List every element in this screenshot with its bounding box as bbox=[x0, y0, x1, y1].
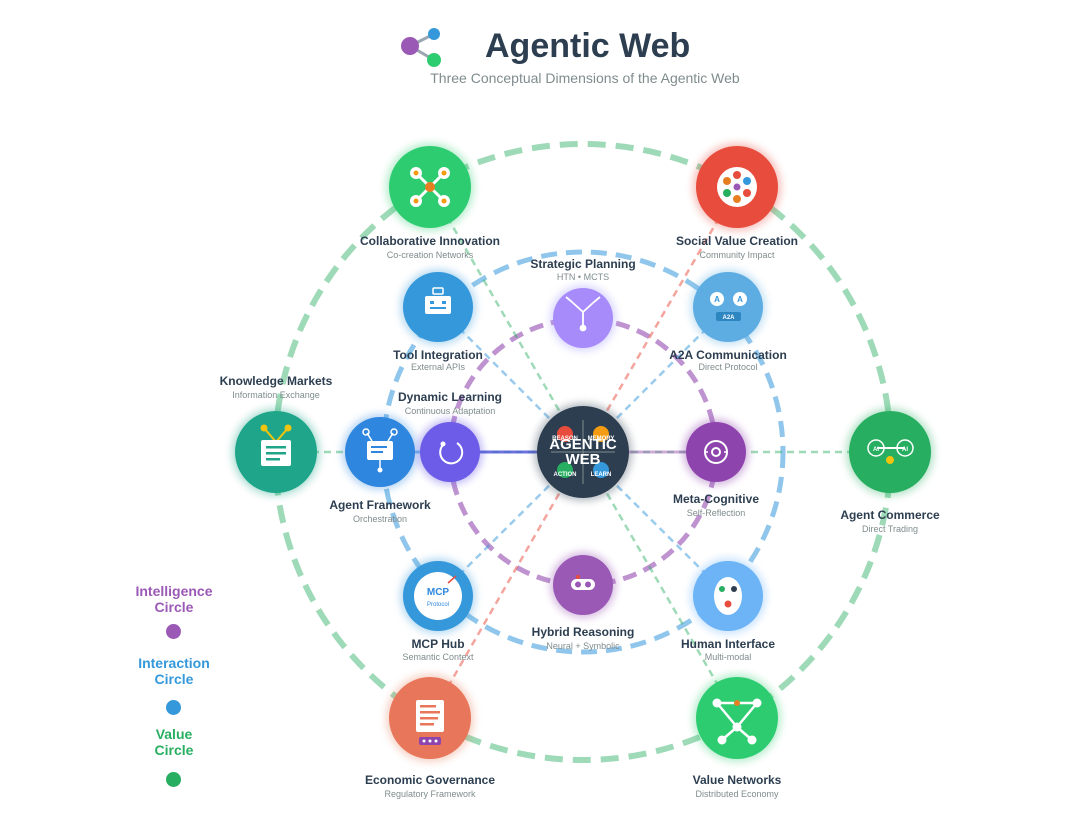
framework-title: Agent Framework bbox=[329, 498, 431, 512]
page-subtitle: Three Conceptual Dimensions of the Agent… bbox=[430, 70, 740, 86]
mcp-icon-sublabel: Protocol bbox=[427, 602, 449, 608]
node-collaborative-innovation[interactable] bbox=[386, 143, 474, 231]
a2a-icon-agent-1: A bbox=[714, 295, 720, 304]
agentic-web-logo-icon bbox=[401, 28, 441, 67]
legend-intelligence-dot bbox=[166, 624, 181, 639]
node-strategic-planning[interactable] bbox=[550, 285, 616, 351]
line-governance bbox=[428, 451, 585, 719]
legend-value-line2: Circle bbox=[154, 742, 194, 758]
node-dynamic-learning[interactable] bbox=[417, 419, 483, 485]
a2a-subtitle: Direct Protocol bbox=[698, 362, 757, 372]
learning-subtitle: Continuous Adaptation bbox=[405, 406, 496, 416]
center-title-line1: AGENTIC bbox=[549, 436, 617, 453]
collab-subtitle: Co-creation Networks bbox=[387, 250, 474, 260]
memory-quadrant-icon bbox=[593, 426, 609, 442]
mcp-title: MCP Hub bbox=[411, 637, 464, 651]
center-quadrant-reason: REASON bbox=[552, 436, 578, 442]
node-agent-commerce[interactable]: AI AI bbox=[846, 408, 934, 496]
reason-quadrant-icon bbox=[557, 426, 573, 442]
planning-title: Strategic Planning bbox=[530, 257, 635, 271]
line-networks bbox=[581, 451, 739, 719]
node-value-networks[interactable] bbox=[693, 674, 781, 762]
center-title-line2: WEB bbox=[566, 451, 601, 468]
networks-subtitle: Distributed Economy bbox=[695, 789, 779, 799]
center-quadrant-learn: LEARN bbox=[591, 472, 612, 478]
center-quadrant-action: ACTION bbox=[554, 472, 577, 478]
value-network-icon bbox=[712, 698, 762, 745]
meta-subtitle: Self-Reflection bbox=[687, 508, 746, 518]
legend-intelligence-line1: Intelligence bbox=[135, 583, 213, 599]
center-quadrant-memory: MEMORY bbox=[588, 436, 615, 442]
node-economic-governance[interactable] bbox=[386, 674, 474, 762]
node-a2a-communication[interactable]: A A A2A bbox=[690, 269, 766, 345]
commerce-subtitle: Direct Trading bbox=[862, 524, 918, 534]
networks-title: Value Networks bbox=[693, 773, 782, 787]
a2a-title: A2A Communication bbox=[669, 348, 787, 362]
agent-trade-icon: AI AI bbox=[867, 439, 914, 464]
commerce-icon-left-label: AI bbox=[873, 447, 879, 453]
legend-intelligence-label: Intelligence Circle bbox=[119, 583, 229, 615]
social-title: Social Value Creation bbox=[676, 234, 798, 248]
network-collab-icon bbox=[410, 167, 450, 207]
regulation-document-icon bbox=[416, 700, 444, 745]
decision-tree-icon bbox=[565, 296, 601, 332]
learning-title: Dynamic Learning bbox=[398, 390, 502, 404]
api-toolbox-icon bbox=[425, 287, 451, 314]
governance-subtitle: Regulatory Framework bbox=[384, 789, 476, 799]
neural-symbolic-icon bbox=[571, 575, 595, 590]
tool-subtitle: External APIs bbox=[411, 362, 466, 372]
commerce-icon-right-label: AI bbox=[902, 447, 908, 453]
learn-quadrant-icon bbox=[593, 462, 609, 478]
community-icon bbox=[717, 167, 757, 207]
legend-value-label: Value Circle bbox=[119, 726, 229, 758]
collab-title: Collaborative Innovation bbox=[360, 234, 500, 248]
legend-value-line1: Value bbox=[155, 726, 193, 742]
adaptation-cycle-icon bbox=[439, 441, 464, 465]
commerce-title: Agent Commerce bbox=[840, 508, 940, 522]
human-subtitle: Multi-modal bbox=[705, 652, 752, 662]
social-subtitle: Community Impact bbox=[699, 250, 775, 260]
knowledge-subtitle: Information Exchange bbox=[232, 390, 320, 400]
mcp-protocol-icon: MCP Protocol bbox=[414, 572, 462, 620]
node-hybrid-reasoning[interactable] bbox=[550, 552, 616, 618]
human-face-icon bbox=[714, 577, 742, 615]
node-knowledge-markets[interactable] bbox=[232, 408, 320, 496]
hybrid-title: Hybrid Reasoning bbox=[532, 625, 635, 639]
node-agent-framework[interactable] bbox=[342, 414, 418, 490]
line-social bbox=[581, 186, 739, 453]
line-collab bbox=[428, 186, 585, 453]
planning-subtitle: HTN • MCTS bbox=[557, 272, 609, 282]
legend-interaction-line1: Interaction bbox=[138, 655, 210, 671]
mcp-subtitle: Semantic Context bbox=[402, 652, 474, 662]
legend-interaction-line2: Circle bbox=[154, 671, 194, 687]
governance-title: Economic Governance bbox=[365, 773, 495, 787]
hybrid-subtitle: Neural + Symbolic bbox=[546, 641, 620, 651]
legend-interaction-dot bbox=[166, 700, 181, 715]
node-meta-cognitive[interactable] bbox=[683, 419, 749, 485]
meta-title: Meta-Cognitive bbox=[673, 492, 759, 506]
orchestration-icon bbox=[362, 428, 398, 473]
a2a-icon-tag: A2A bbox=[722, 315, 735, 321]
mcp-icon-label: MCP bbox=[427, 587, 450, 598]
center-agentic-web-core[interactable]: REASON MEMORY ACTION LEARN AGENTIC WEB bbox=[534, 403, 632, 501]
node-mcp-hub[interactable]: MCP Protocol bbox=[400, 558, 476, 634]
a2a-icon-agent-2: A bbox=[737, 295, 743, 304]
node-tool-integration[interactable] bbox=[400, 269, 476, 345]
framework-subtitle: Orchestration bbox=[353, 514, 407, 524]
action-quadrant-icon bbox=[557, 462, 573, 478]
agent-to-agent-icon: A A A2A bbox=[710, 292, 747, 321]
self-reflection-icon bbox=[704, 440, 728, 464]
human-title: Human Interface bbox=[681, 637, 775, 651]
legend-value-dot bbox=[166, 772, 181, 787]
legend-intelligence-line2: Circle bbox=[154, 599, 194, 615]
document-network-icon bbox=[260, 424, 292, 466]
node-human-interface[interactable] bbox=[690, 558, 766, 634]
page-title: Agentic Web bbox=[485, 27, 691, 65]
tool-title: Tool Integration bbox=[393, 348, 483, 362]
legend-interaction-label: Interaction Circle bbox=[119, 655, 229, 687]
knowledge-title: Knowledge Markets bbox=[220, 374, 333, 388]
node-social-value-creation[interactable] bbox=[693, 143, 781, 231]
